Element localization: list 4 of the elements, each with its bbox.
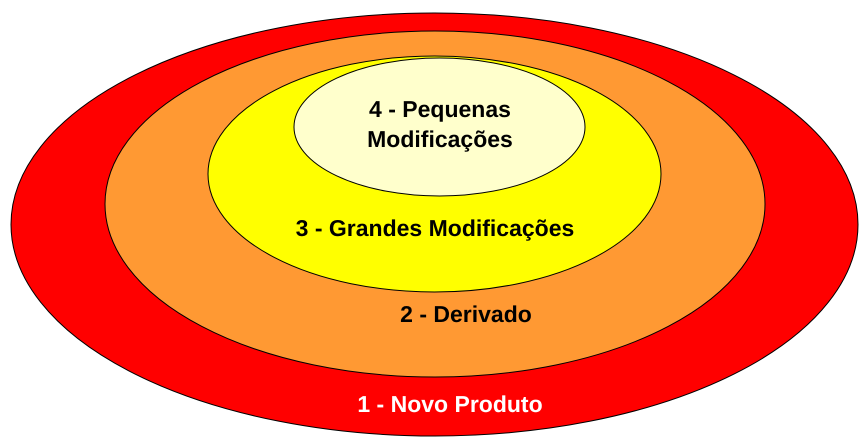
layer-label: 2 - Derivado xyxy=(399,300,533,329)
layer-label: 3 - Grandes Modificações xyxy=(294,214,576,243)
layer-label: 4 - Pequenas Modificações xyxy=(366,95,514,154)
layer-label: 1 - Novo Produto xyxy=(356,390,544,419)
